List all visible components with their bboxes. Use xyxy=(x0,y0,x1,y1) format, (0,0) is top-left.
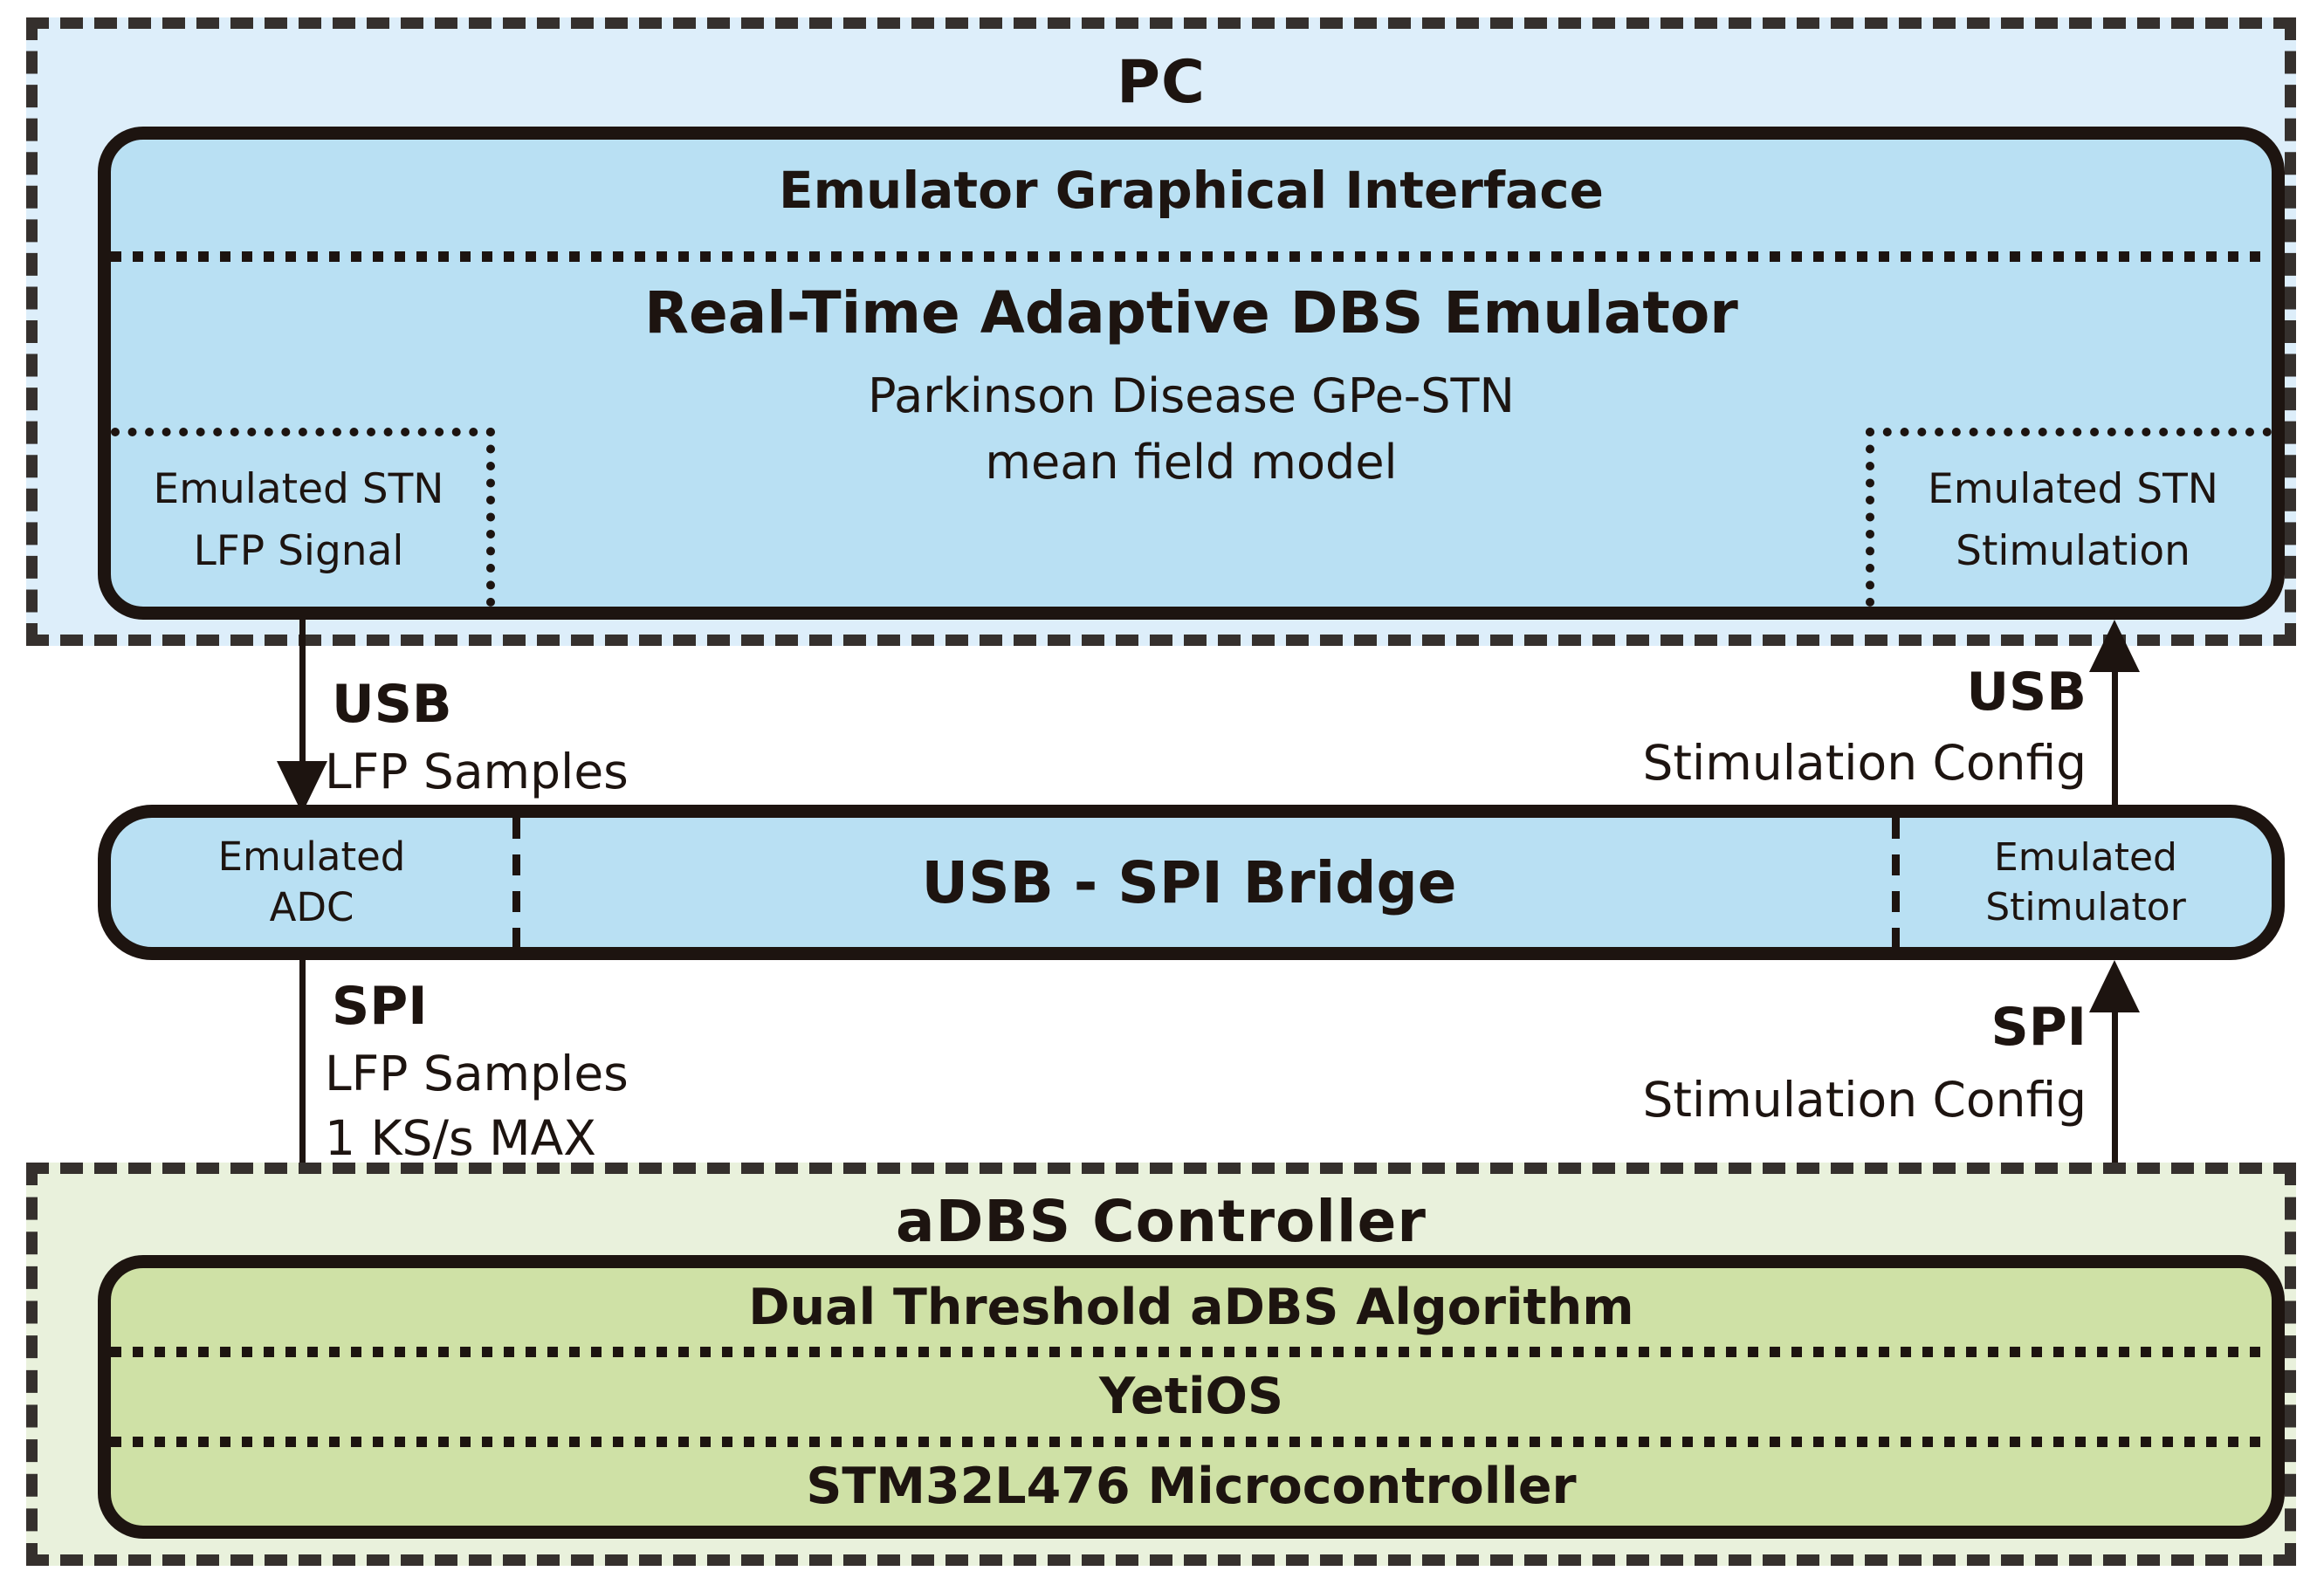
emulator-subtitle-2: mean field model xyxy=(985,435,1398,490)
spi-up-arrow-line xyxy=(2112,1009,2118,1255)
usb-up-protocol-label: USB xyxy=(1966,662,2087,723)
controller-divider-1 xyxy=(111,1347,2272,1358)
usb-up-payload-label: Stimulation Config xyxy=(1642,735,2087,791)
usb-down-protocol-label: USB xyxy=(332,674,452,735)
spi-down-arrow-line xyxy=(299,960,306,1211)
controller-panel: Dual Threshold aDBS Algorithm YetiOS STM… xyxy=(98,1255,2285,1539)
emulated-stn-stim-line2: Stimulation xyxy=(1956,526,2190,575)
emulated-stimulator-cell: Emulated Stimulator xyxy=(1900,818,2272,947)
bridge-title: USB - SPI Bridge xyxy=(520,818,1858,947)
emulator-subtitle-1: Parkinson Disease GPe-STN xyxy=(868,368,1515,423)
usb-spi-bridge-panel: Emulated ADC USB - SPI Bridge Emulated S… xyxy=(98,805,2285,960)
bridge-left-divider xyxy=(512,818,520,947)
emulator-divider xyxy=(111,251,2272,262)
emulator-header: Emulator Graphical Interface xyxy=(779,161,1604,220)
controller-layer-mcu: STM32L476 Microcontroller xyxy=(806,1457,1577,1515)
usb-down-payload-label: LFP Samples xyxy=(325,744,629,799)
spi-down-protocol-label: SPI xyxy=(332,976,428,1037)
usb-down-arrow-line xyxy=(299,620,306,770)
spi-down-payload-label: LFP Samples xyxy=(325,1046,629,1101)
emulated-stn-stimulation-port: Emulated STN Stimulation xyxy=(1866,428,2272,607)
emulated-adc-cell: Emulated ADC xyxy=(111,818,512,947)
adbs-controller-title: aDBS Controller xyxy=(896,1188,1427,1255)
usb-up-arrow-line xyxy=(2112,669,2118,805)
pc-zone-title: PC xyxy=(1117,48,1206,117)
spi-up-protocol-label: SPI xyxy=(1991,997,2087,1058)
emulator-title: Real-Time Adaptive DBS Emulator xyxy=(644,279,1738,346)
bridge-title-text: USB - SPI Bridge xyxy=(921,848,1457,916)
emulated-stn-lfp-line2: LFP Signal xyxy=(193,526,404,575)
controller-layer-algorithm: Dual Threshold aDBS Algorithm xyxy=(748,1279,1634,1337)
emulated-stimulator-line1: Emulated xyxy=(1993,834,2177,880)
spi-up-payload-label: Stimulation Config xyxy=(1642,1072,2087,1128)
controller-layer-os: YetiOS xyxy=(1099,1368,1283,1426)
emulated-stn-lfp-port: Emulated STN LFP Signal xyxy=(111,428,495,607)
emulated-adc-line1: Emulated xyxy=(217,833,406,880)
emulated-adc-line2: ADC xyxy=(269,884,354,930)
emulated-stn-lfp-line1: Emulated STN xyxy=(153,465,444,513)
emulated-stimulator-line2: Stimulator xyxy=(1985,885,2186,930)
controller-divider-2 xyxy=(111,1436,2272,1447)
spi-up-arrowhead xyxy=(2089,960,2140,1012)
emulator-panel: Emulator Graphical Interface Real-Time A… xyxy=(98,127,2285,620)
usb-up-arrowhead xyxy=(2089,620,2140,672)
emulated-stn-stim-line1: Emulated STN xyxy=(1928,465,2218,513)
bridge-right-divider xyxy=(1892,818,1900,947)
spi-down-rate-label: 1 KS/s MAX xyxy=(325,1110,596,1166)
